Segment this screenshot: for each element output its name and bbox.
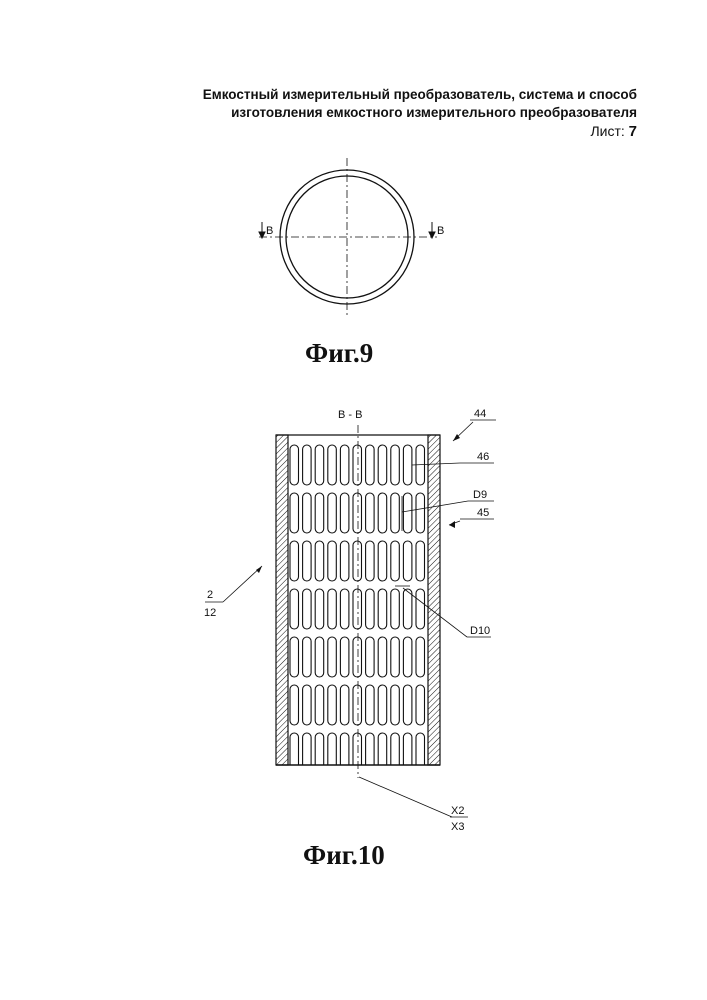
slot [366, 589, 375, 629]
slot [366, 733, 375, 765]
label-x2: X2 [451, 805, 464, 817]
slot [378, 493, 387, 533]
slot [416, 685, 425, 725]
slot [366, 637, 375, 677]
slot [391, 589, 400, 629]
slot [403, 445, 412, 485]
slot [366, 541, 375, 581]
slot [403, 493, 412, 533]
slot [403, 541, 412, 581]
slot [391, 637, 400, 677]
slot [378, 541, 387, 581]
slot [290, 637, 299, 677]
slot [315, 637, 324, 677]
slot [416, 493, 425, 533]
slot [303, 541, 312, 581]
left-wall [276, 435, 288, 765]
slot [315, 541, 324, 581]
slot [378, 685, 387, 725]
slot [340, 685, 349, 725]
slot [340, 541, 349, 581]
slot [340, 445, 349, 485]
slot [391, 541, 400, 581]
slot [403, 685, 412, 725]
label-d9: D9 [473, 489, 487, 501]
slot [416, 589, 425, 629]
slot [303, 493, 312, 533]
fig9-caption: Фиг.9 [305, 338, 373, 369]
slot [353, 685, 362, 725]
slot [416, 733, 425, 765]
slot [353, 493, 362, 533]
slot [328, 733, 337, 765]
slot [290, 733, 299, 765]
slot [328, 685, 337, 725]
slot [353, 445, 362, 485]
leader-lines [205, 420, 496, 817]
label-2: 2 [207, 589, 213, 601]
slot [403, 637, 412, 677]
slot [303, 733, 312, 765]
slot [366, 685, 375, 725]
fig10-caption: Фиг.10 [303, 840, 385, 871]
slot [403, 733, 412, 765]
label-12: 12 [204, 607, 216, 619]
slot [378, 637, 387, 677]
slot [391, 685, 400, 725]
slot [366, 445, 375, 485]
label-d10: D10 [470, 625, 490, 637]
slot [340, 493, 349, 533]
slot [353, 733, 362, 765]
slot [353, 541, 362, 581]
slot [315, 493, 324, 533]
slot [340, 733, 349, 765]
slot [416, 541, 425, 581]
slot [290, 445, 299, 485]
slot [290, 541, 299, 581]
slot [366, 493, 375, 533]
section-title: B - B [338, 409, 362, 421]
slot [290, 685, 299, 725]
slot [328, 637, 337, 677]
slot [315, 589, 324, 629]
slot [303, 445, 312, 485]
section-mark-right: B [437, 225, 444, 237]
label-46: 46 [477, 451, 489, 463]
slot [378, 445, 387, 485]
slot [328, 541, 337, 581]
slot-grid [290, 445, 425, 765]
slot [403, 589, 412, 629]
slot [290, 493, 299, 533]
slot [303, 589, 312, 629]
section-mark-left: B [266, 225, 273, 237]
slot [391, 445, 400, 485]
slot [378, 589, 387, 629]
slot [391, 493, 400, 533]
slot [353, 637, 362, 677]
slot [328, 589, 337, 629]
slot [353, 589, 362, 629]
slot [340, 589, 349, 629]
slot [328, 493, 337, 533]
slot [290, 589, 299, 629]
slot [340, 637, 349, 677]
slot [315, 445, 324, 485]
slot [303, 685, 312, 725]
right-wall [428, 435, 440, 765]
slot [328, 445, 337, 485]
slot [416, 637, 425, 677]
slot [303, 637, 312, 677]
slot [315, 733, 324, 765]
label-x3: X3 [451, 821, 464, 833]
label-44: 44 [474, 408, 486, 420]
slot [378, 733, 387, 765]
slot [315, 685, 324, 725]
slot [391, 733, 400, 765]
label-45: 45 [477, 507, 489, 519]
